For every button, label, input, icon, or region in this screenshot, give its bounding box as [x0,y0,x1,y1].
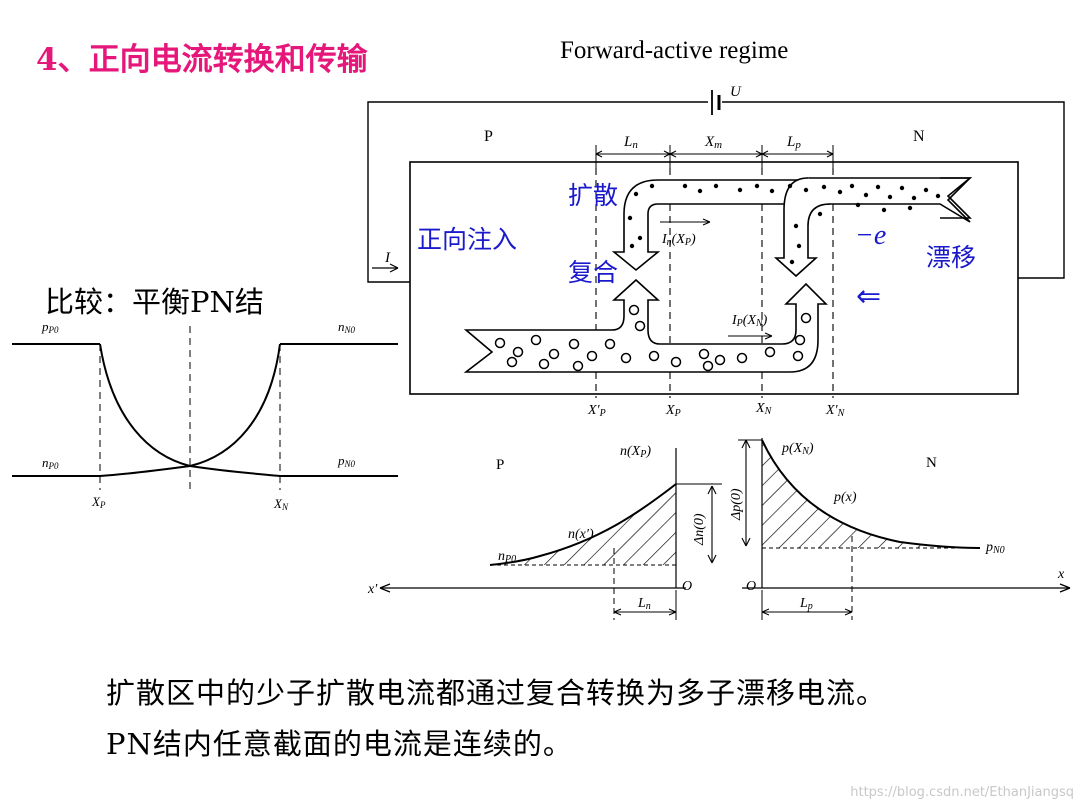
eq-nn0-label: nN0 [338,319,356,335]
dn0-arrowheads [707,485,717,564]
hole-band [463,278,828,373]
diffusion-label: 扩散 [568,181,618,210]
p-excess-hatch [762,440,980,548]
carrier-distribution-diagram: P N x′ x O O [367,438,1071,620]
body-line-1: 扩散区中的少子扩散电流都通过复合转换为多子漂移电流。 [106,676,887,710]
p-profile-curve [761,439,981,549]
x-position-labels: X′P XP XN X′N [587,401,846,419]
dn0-label: Δn(0) [692,513,707,546]
hole-profile [99,343,281,477]
left-arrow-icon: ⇐ [856,279,881,314]
n-excess-hatch [490,484,676,565]
electron-dots [627,183,941,265]
body-line-2: PN结内任意截面的电流是连续的。 [106,727,573,761]
lp-label: Lp [799,596,813,612]
drift-label: 漂移 [926,243,976,272]
dp0-arrowheads [741,439,751,547]
eq-pp0-label: pP0 [41,319,59,335]
forward-bias-diagram: U I P N Ln Xm Lp [367,84,1065,419]
eq-pn0-label: pN0 [337,453,356,469]
ln-dim-arrows [613,608,677,616]
dim-ln-label: Ln [623,134,638,151]
electron-band-branch [773,177,831,278]
bottom-n-label: N [926,455,937,471]
ln-label: Ln [637,596,651,612]
bottom-p-label: P [496,457,504,473]
eq-np0-label: nP0 [42,455,59,471]
x-label-xp: XP [665,403,681,419]
region-boundaries [595,168,834,398]
p-x-label: p(x) [833,490,857,505]
p-xn-label: p(XN) [781,441,814,457]
dp0-label: Δp(0) [729,488,744,521]
forward-injection-label: 正向注入 [417,225,517,254]
battery-label: U [730,84,742,100]
x-label-xp-prime: X′P [587,403,606,419]
compare-label: 比较：平衡PN结 [45,285,264,319]
circuit-wire [367,101,1065,283]
lp-dim-arrows [761,608,853,616]
n-profile-curve [489,483,677,566]
n-xp-label: n(XP) [620,444,651,460]
recombination-label: 复合 [568,258,618,287]
in-xp-label: In(XP) [661,232,696,248]
electron-label: −e [855,220,886,251]
x-label-xn: XN [755,401,773,417]
ip-arrowhead [764,332,773,340]
origin-right: O [746,579,756,594]
x-label: x [1057,567,1065,582]
dim-lp-label: Lp [786,134,801,151]
eq-boundaries [99,326,281,490]
slide-subtitle: Forward-active regime [560,37,789,64]
current-label: I [384,250,391,266]
device-box [409,161,1019,395]
diffusion-length-markers [613,536,853,620]
x-prime-label: x′ [367,582,378,597]
eq-xp-label: XP [91,494,106,510]
hole-circles [494,304,812,372]
x-arrowhead [1059,583,1071,593]
dimension-lines [595,145,834,168]
slide-title: 4、正向电流转换和传输 [36,42,368,78]
ip-xn-label: IP(XN) [731,313,768,329]
electron-band-tail [940,177,973,219]
n-x-prime-label: n(x′) [568,527,594,542]
eq-xn-label: XN [273,496,289,512]
p-region-label: P [484,128,493,145]
in-arrowhead [702,218,711,226]
n-region-label: N [913,128,925,145]
origin-left: O [682,579,692,594]
current-arrowhead [389,263,399,273]
bottom-np0-label: nP0 [498,549,516,565]
x-label-xn-prime: X′N [825,403,846,419]
equilibrium-diagram: pP0 nN0 nP0 pN0 XP XN [12,319,398,512]
bottom-pn0-label: pN0 [985,540,1005,556]
dim-xm-label: Xm [704,134,722,151]
watermark: https://blog.csdn.net/EthanJiangsq [850,785,1074,800]
electron-profile [99,343,281,477]
x-prime-arrowhead [379,583,391,593]
